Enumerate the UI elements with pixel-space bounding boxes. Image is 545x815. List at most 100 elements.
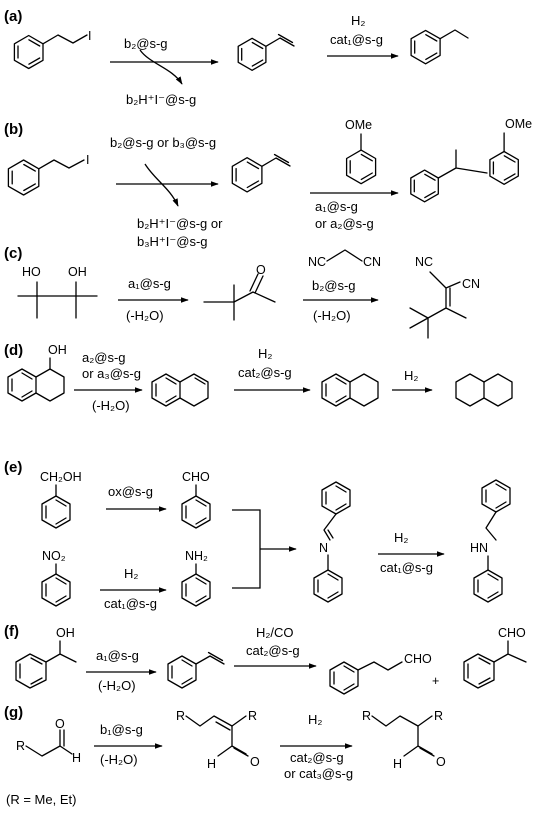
catalyst-label: or cat₃@s-g [284, 766, 353, 781]
reagent-label: H₂ [394, 530, 408, 545]
section-a-label: (a) [4, 8, 22, 25]
aniline: NH₂ [181, 549, 211, 607]
enal-product: R R H O [176, 709, 260, 771]
reagent-label: b₂@s-g or b₃@s-g [110, 135, 216, 150]
r-group: R [16, 739, 25, 753]
aldehyde-hydrogen: H [72, 751, 81, 765]
nitrile-group: NC [415, 255, 433, 269]
reagent-label: H₂ [124, 566, 138, 581]
section-g-label: (g) [4, 704, 23, 721]
byproduct-label: b₃H⁺I⁻@s-g [137, 234, 208, 249]
alkylidene-malononitrile: NC CN [409, 255, 480, 339]
carbonyl-oxygen: O [436, 755, 446, 769]
decalin [455, 373, 513, 407]
hydroxyl-group: OH [68, 265, 87, 279]
hydroxyl-group: OH [48, 343, 67, 357]
r-group: R [362, 709, 371, 723]
oxidant-label: ox@s-g [108, 484, 153, 499]
byproduct-label: b₂H⁺I⁻@s-g or [137, 216, 223, 231]
2-phenylpropanal: CHO [463, 626, 527, 689]
r-group: R [434, 709, 443, 723]
aldehyde-hydrogen: H [207, 757, 216, 771]
section-e: (e) CH₂OH ox@s-g CHO NO₂ H₂ cat₁@s-g NH₂ [4, 459, 511, 611]
reagent-label: H₂/CO [256, 625, 294, 640]
nitrile-group: NC [308, 255, 326, 269]
catalyst-label: b₂@s-g [312, 278, 356, 293]
catalyst-label: a₁@s-g [128, 276, 171, 291]
r-group-note: (R = Me, Et) [6, 792, 76, 807]
aldehyde-reactant: R O H [16, 717, 81, 765]
byproduct-label: b₂H⁺I⁻@s-g [126, 92, 196, 107]
condition-label: (-H₂O) [92, 398, 130, 413]
anisole: OMe [345, 118, 377, 185]
section-b-label: (b) [4, 121, 23, 138]
reagent-label: H₂ [351, 13, 365, 28]
section-d: (d) OH a₂@s-g or a₃@s-g (-H₂O) H₂ cat₂@s… [4, 342, 513, 413]
aldehyde-group: CHO [498, 626, 526, 640]
section-a: (a) I b₂@s-g b₂H⁺I⁻@s-g H₂ cat₁@s-g [4, 8, 469, 107]
1-phenylethanol: OH [15, 626, 77, 689]
catalyst-label: cat₂@s-g [290, 750, 344, 765]
r-group: R [248, 709, 257, 723]
catalyst-label: cat₁@s-g [104, 596, 157, 611]
curved-byproduct-arrow [139, 49, 183, 85]
hydroxymethyl-group: CH₂OH [40, 470, 82, 484]
reagent-label: H₂ [258, 346, 272, 361]
iodine-atom: I [88, 29, 91, 43]
pinacolone: O [203, 263, 276, 321]
section-e-label: (e) [4, 459, 22, 476]
tetralin [321, 373, 379, 407]
convergent-arrow [232, 509, 296, 589]
carbonyl-oxygen: O [250, 755, 260, 769]
section-d-label: (d) [4, 342, 23, 359]
reagent-label: H₂ [308, 712, 322, 727]
aldehyde-group: CHO [404, 652, 432, 666]
hydroxyl-group: OH [56, 626, 75, 640]
malononitrile: NC CN [308, 249, 381, 269]
iodine-atom: I [86, 153, 89, 167]
styrene [237, 33, 295, 71]
methoxy-group: OMe [505, 117, 532, 131]
imine-nitrogen: N [319, 541, 328, 555]
catalyst-label: cat₂@s-g [246, 643, 300, 658]
condition-label: (-H₂O) [100, 752, 138, 767]
plus-sign: + [432, 674, 439, 688]
hydroxyl-group: HO [22, 265, 41, 279]
imine: N [313, 481, 351, 603]
condition-label: (-H₂O) [126, 308, 164, 323]
reagent-label: b₂@s-g [124, 36, 168, 51]
aldehyde-group: CHO [182, 470, 210, 484]
condition-label: (-H₂O) [313, 308, 351, 323]
section-f-label: (f) [4, 623, 19, 640]
nitrile-group: CN [462, 277, 480, 291]
aldehyde-hydrogen: H [393, 757, 402, 771]
catalyst-label: b₁@s-g [100, 722, 143, 737]
methoxy-group: OMe [345, 118, 372, 132]
nitrobenzene: NO₂ [41, 549, 71, 607]
styrene [231, 153, 291, 193]
n-benzylaniline: HN [470, 479, 511, 603]
3-phenylpropanal: CHO [329, 652, 432, 695]
section-f: (f) OH a₁@s-g (-H₂O) H₂/CO cat₂@s-g CHO … [4, 623, 527, 695]
reagent-label: H₂ [404, 368, 418, 383]
ethylbenzene [410, 29, 469, 65]
catalyst-label: a₁@s-g [315, 199, 358, 214]
section-c-label: (c) [4, 245, 22, 262]
catalyst-label: a₂@s-g [82, 350, 126, 365]
section-b: (b) I b₂@s-g or b₃@s-g b₂H⁺I⁻@s-g or b₃H… [4, 117, 532, 249]
pinacol: HO OH [17, 265, 98, 319]
catalyst-label: cat₂@s-g [238, 365, 292, 380]
benzyl-alcohol: CH₂OH [40, 470, 82, 529]
tetralol: OH [7, 343, 67, 402]
condition-label: (-H₂O) [98, 678, 136, 693]
catalyst-label: or a₂@s-g [315, 216, 374, 231]
r-group: R [176, 709, 185, 723]
section-g: (g) R O H (R = Me, Et) b₁@s-g (-H₂O) R R… [4, 704, 446, 807]
catalyst-label: cat₁@s-g [380, 560, 433, 575]
phenylethyl-iodide: I [13, 29, 91, 70]
curved-byproduct-arrow [144, 163, 179, 207]
nitro-group: NO₂ [42, 549, 66, 563]
amino-group: NH₂ [185, 549, 208, 563]
carbonyl-oxygen: O [256, 263, 266, 277]
